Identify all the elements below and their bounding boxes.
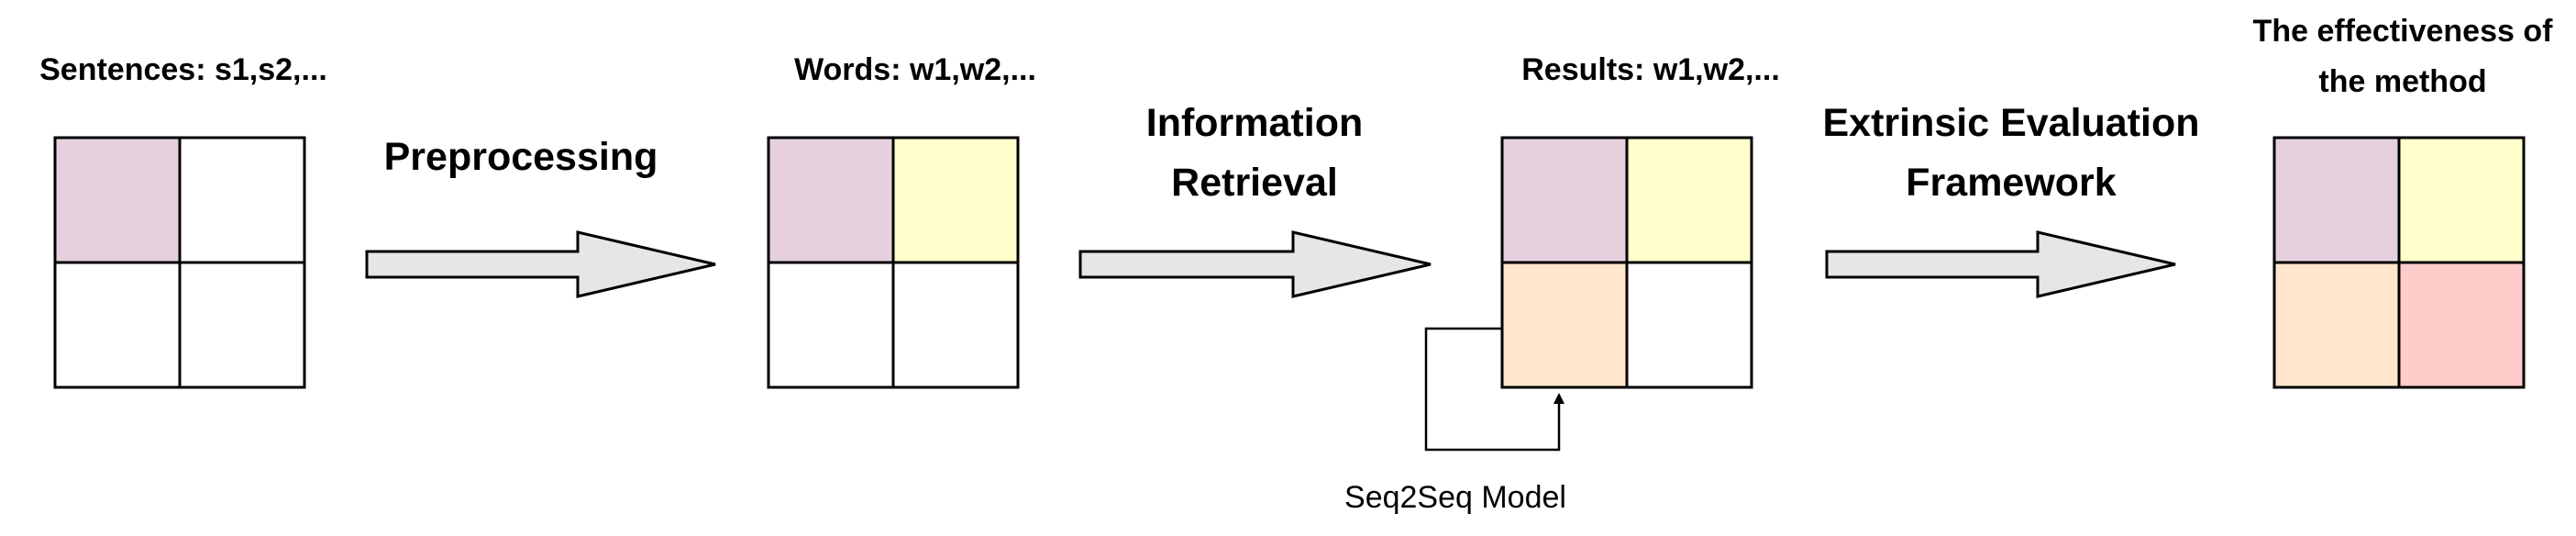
grid-cell [180,138,304,262]
stage-2: Words: w1,w2,... [767,52,1036,389]
transition-label: Retrieval [1171,161,1338,205]
stage-4: The effectiveness of the method [2253,14,2554,389]
grid-cell [1627,262,1752,387]
transition-1: Preprocessing [365,135,716,298]
stage-title: the method [2318,64,2486,99]
stage-3: Results: w1,w2,... [1500,52,1780,389]
grid-cell [1502,262,1627,387]
transition-label: Preprocessing [384,135,658,179]
stage-title: Sentences: s1,s2,... [39,52,327,87]
grid-cell [55,138,180,262]
block-arrow-icon [1825,230,2176,298]
grid-cell [893,138,1018,262]
stages-layer: Sentences: s1,s2,... Words: w1,w2,... Resu… [39,14,2554,389]
grid-cell [2399,138,2524,262]
transition-label: Framework [1906,161,2117,205]
stage-title: Words: w1,w2,... [794,52,1036,87]
grid-cell [768,262,893,387]
transition-label: Extrinsic Evaluation [1822,101,2199,145]
grid-cell [1627,138,1752,262]
grid-cell [55,262,180,387]
feedback-loop: Seq2Seq Model [1344,327,1566,515]
grid-cell [2399,262,2524,387]
block-arrow-icon [1078,230,1432,298]
grid-cell [180,262,304,387]
transition-label: Information [1146,101,1363,145]
block-arrow-icon [365,230,716,298]
stage-title: The effectiveness of [2253,14,2554,49]
grid-cell [893,262,1018,387]
grid-cell [1502,138,1627,262]
grid-cell [2274,262,2399,387]
stage-title: Results: w1,w2,... [1521,52,1780,87]
grid-cell [2274,138,2399,262]
stage-1: Sentences: s1,s2,... [39,52,327,389]
feedback-label: Seq2Seq Model [1344,480,1566,515]
grid-cell [768,138,893,262]
feedback-arrow-icon [1424,327,1564,452]
